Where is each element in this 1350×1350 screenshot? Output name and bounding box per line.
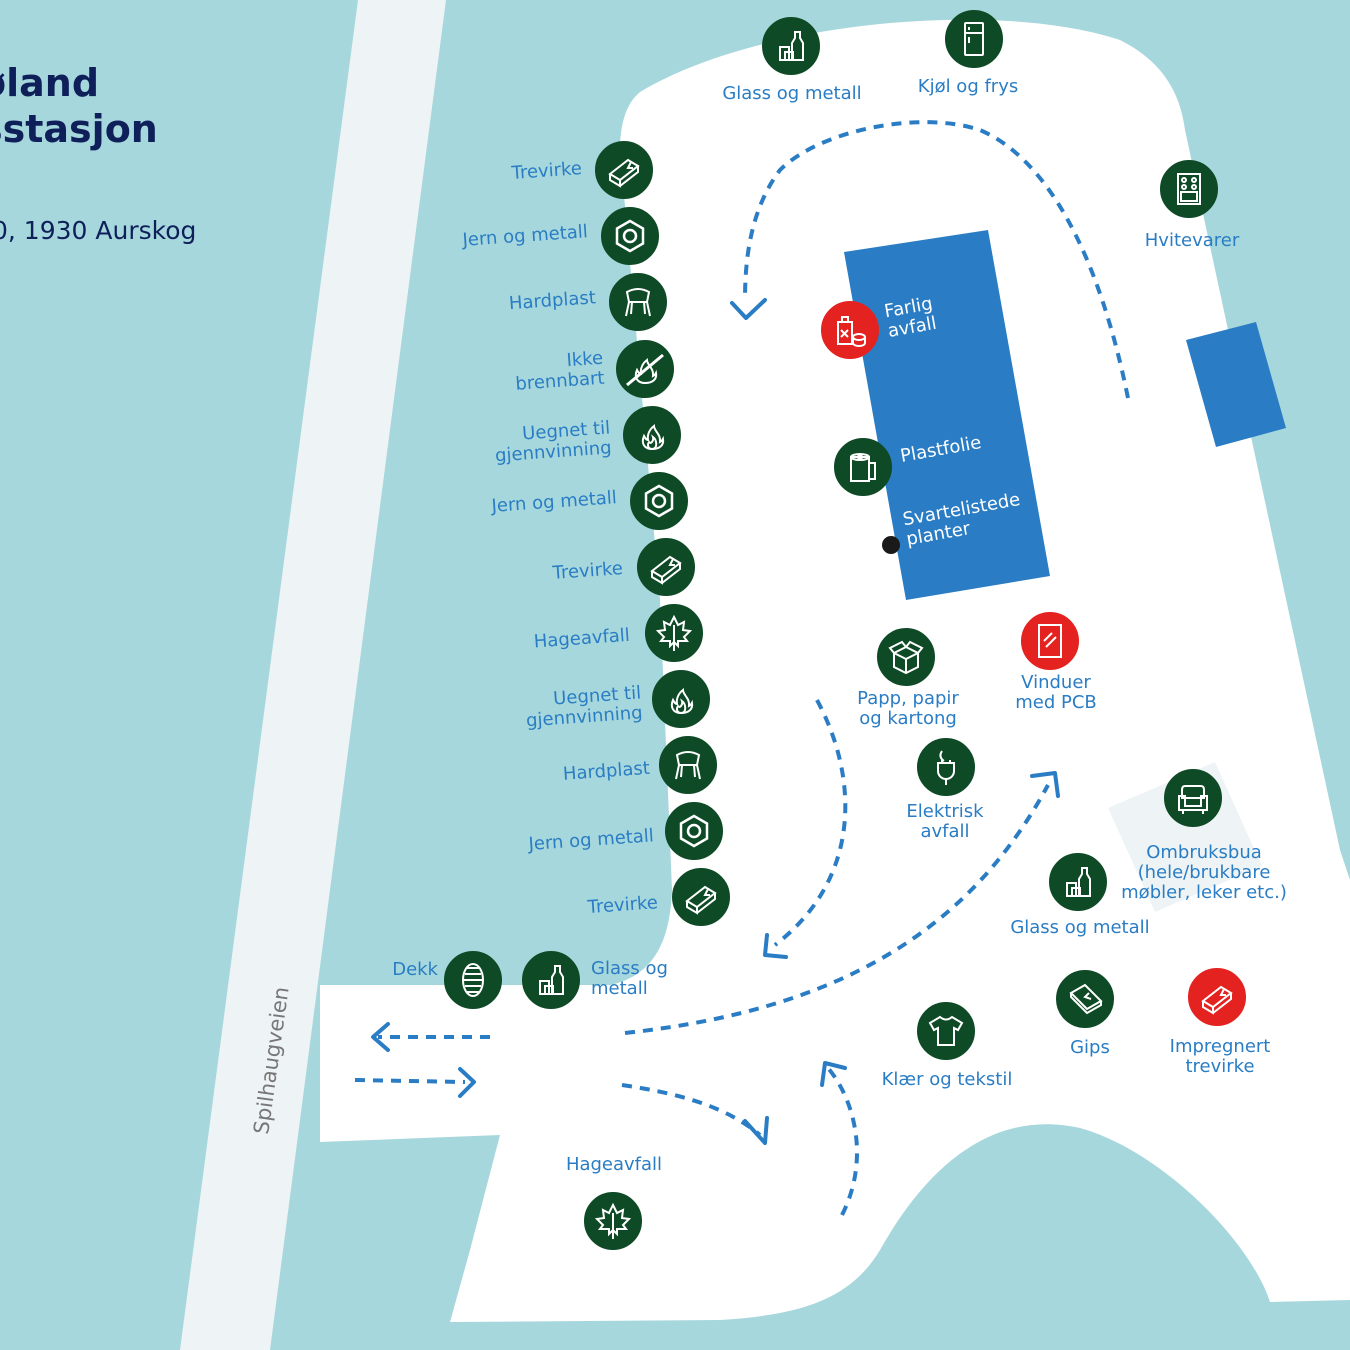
- station-label: Gips: [1070, 1037, 1110, 1058]
- road: [180, 0, 446, 1350]
- reuse-shed: [1108, 762, 1262, 912]
- traffic-arrows: [354, 120, 1130, 1216]
- arrow-head: [1030, 771, 1060, 798]
- main-building: [844, 230, 1050, 600]
- plug-icon: [917, 738, 975, 796]
- box-icon: [877, 628, 935, 686]
- station-label: Impregnert trevirke: [1169, 1036, 1271, 1077]
- tire-icon: [444, 951, 502, 1009]
- bottles-icon: [762, 17, 820, 75]
- arrow-head: [763, 933, 788, 959]
- nut-icon: [630, 472, 688, 530]
- wood-plank-icon: [595, 141, 653, 199]
- tshirt-icon: [917, 1002, 975, 1060]
- arrow-heads: [371, 298, 1060, 1145]
- arrow-head: [743, 1116, 769, 1145]
- leaf-icon: [584, 1192, 642, 1250]
- small-building: [1186, 322, 1286, 447]
- traffic-arrow: [354, 1078, 466, 1084]
- station-label: Papp, papir og kartong: [857, 688, 959, 729]
- flame-icon: [623, 406, 681, 464]
- arrow-head: [730, 298, 767, 320]
- page-title: øland sstasjon: [0, 61, 158, 151]
- traffic-arrow: [624, 784, 1050, 1035]
- bottles-icon: [522, 951, 580, 1009]
- station-label: Glass og metall: [722, 83, 862, 104]
- dot-icon: [882, 536, 900, 554]
- station-label: Elektrisk avfall: [906, 801, 984, 842]
- station-label: Farlig avfall: [882, 293, 939, 342]
- chair-icon: [609, 273, 667, 331]
- station-label: Ombruksbua (hele/brukbare møbler, leker …: [1121, 842, 1287, 903]
- station-label: Hvitevarer: [1144, 230, 1240, 251]
- station-label: Hageavfall: [565, 1154, 663, 1175]
- wood-plank-icon: [672, 868, 730, 926]
- wood-plank-icon: [1188, 968, 1246, 1026]
- station-label: Kjøl og frys: [917, 76, 1019, 97]
- flame-crossed-icon: [616, 340, 674, 398]
- arrow-head: [458, 1067, 476, 1098]
- window-icon: [1021, 612, 1079, 670]
- armchair-icon: [1164, 769, 1222, 827]
- wood-plank-icon: [637, 538, 695, 596]
- station-label: Glass og metall: [1010, 917, 1150, 938]
- traffic-arrow: [773, 699, 848, 947]
- stove-icon: [1160, 160, 1218, 218]
- hazard-can-icon: [821, 301, 879, 359]
- traffic-arrow: [743, 120, 1130, 399]
- arrow-head: [371, 1022, 390, 1052]
- traffic-arrow: [826, 1066, 859, 1216]
- leaf-icon: [645, 604, 703, 662]
- bottles-icon: [1049, 853, 1107, 911]
- nut-icon: [665, 802, 723, 860]
- nut-icon: [601, 207, 659, 265]
- station-label: Vinduer med PCB: [1015, 672, 1097, 713]
- station-label: Klær og tekstil: [881, 1069, 1013, 1090]
- plastic-roll-icon: [834, 438, 892, 496]
- address: 0, 1930 Aurskog: [0, 216, 197, 245]
- station-label: Glass og metall: [591, 958, 668, 999]
- station-label: Dekk: [392, 959, 438, 980]
- gypsum-board-icon: [1056, 970, 1114, 1028]
- fridge-icon: [945, 10, 1003, 68]
- arrow-head: [820, 1061, 847, 1087]
- chair-icon: [659, 736, 717, 794]
- flame-icon: [652, 670, 710, 728]
